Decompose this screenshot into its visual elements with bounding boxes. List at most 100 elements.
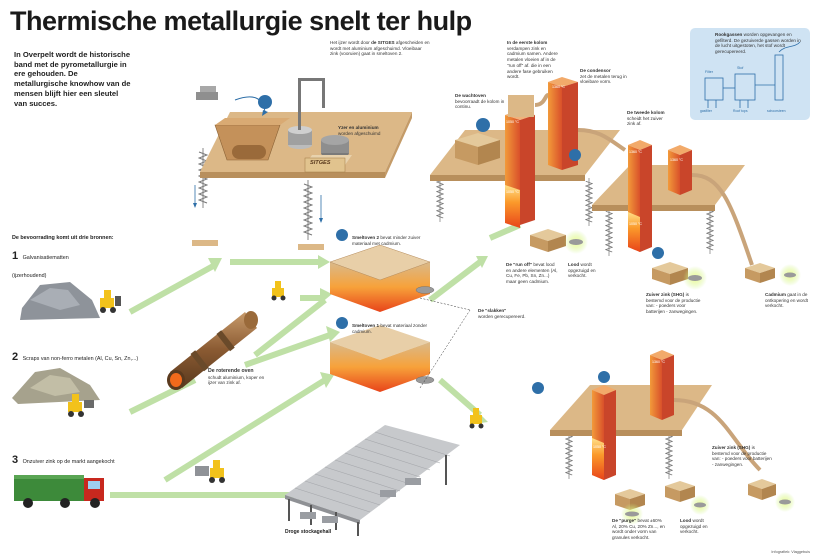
flow-arrow — [488, 222, 522, 241]
sitges-description: Het ijzer wordt door de SITGES afgeschei… — [330, 40, 430, 57]
lead-label: Lood wordt opgezuigd en verkocht. — [568, 262, 608, 279]
slag-title: De "slakken" — [478, 308, 507, 313]
furnace-1 — [330, 325, 430, 392]
source-3-number: 3 — [12, 454, 19, 466]
source-3-label: Onzuiver zink op de markt aangekocht — [22, 459, 115, 465]
slag-label: De "slakken"worden gerecupereerd. — [478, 308, 538, 319]
source-2-number: 2 — [12, 351, 19, 363]
flue-gas-label: Rookgassen worden opgevangen en gefilter… — [715, 32, 807, 55]
source-1-label: Galvanisatiematten (ijzerhoudend) — [12, 255, 69, 280]
purge-sub: bevat ±60% Al, 20% Cu, 20% Zn..., en wor… — [612, 518, 665, 541]
forklift-5 — [469, 408, 484, 429]
source-3: 3 Onzuiver zink op de markt aangekocht — [12, 450, 212, 468]
lead-2-label: Lood wordt opgezuigd en verkocht. — [680, 518, 720, 535]
storage-hall — [285, 425, 460, 536]
flue-gas-diagram — [690, 28, 810, 120]
forklift-1 — [100, 290, 121, 313]
flue-gas-title: Rookgassen — [715, 32, 743, 37]
source-1-number: 1 — [12, 250, 19, 262]
lead-title: Lood — [568, 262, 580, 267]
info-icon — [598, 371, 610, 383]
storage-label: Droge stockagehall — [285, 529, 332, 535]
temp-label: 1360 °C — [652, 360, 666, 364]
furnace-2-sub: bevat minder zuiver materiaal met cadmiu… — [352, 235, 421, 246]
credit-text: Infografiek: Vlaggebuis — [771, 549, 810, 554]
intro-text: In Overpelt wordt de historische band me… — [14, 50, 131, 108]
flow-arrow — [428, 259, 482, 303]
flue-gas-sub: worden opgevangen en gefilterd. De gezui… — [715, 32, 801, 55]
flue-gas-caption-3: schoorsteen — [767, 109, 786, 113]
slag-bowls — [415, 286, 471, 389]
rotary-oven-sub: schudt aluminium, koper en ijzer van zin… — [208, 374, 265, 386]
flue-gas-filter-label: Filter — [705, 70, 713, 74]
slag-sub: worden gerecupereerd. — [478, 313, 526, 319]
info-icon — [336, 317, 348, 329]
sitges-description-post: afgescheiden en wordt met aluminium afge… — [330, 40, 430, 57]
run-off-sub: bevat lood en andere elementen (Al, Cu, … — [506, 262, 558, 285]
furnace-1-label: Smeltoven 1 bevat materiaal zonder cadmi… — [352, 323, 432, 334]
pure-zinc-2-title: Zuiver zink (SHG) — [712, 445, 751, 450]
furnace-2-label: Smeltoven 2 bevat minder zuiver materiaa… — [352, 235, 432, 246]
flow-arrow — [253, 297, 327, 358]
purge-title: De "purge" — [612, 518, 637, 523]
column-2-title: De tweede kolom — [627, 110, 665, 115]
material-pile-1 — [20, 282, 100, 320]
flow-arrows — [110, 222, 522, 498]
purge-label: De "purge" bevat ±60% Al, 20% Cu, 20% Zn… — [612, 518, 667, 541]
run-off-label: De "run off" bevat lood en andere elemen… — [506, 262, 558, 285]
temp-label: 1050 °C — [506, 190, 520, 194]
forklift-2 — [271, 281, 286, 301]
info-icon — [652, 247, 664, 259]
truck — [14, 475, 104, 508]
flue-gas-dust-label: Stof — [737, 66, 744, 70]
forklift-4 — [195, 460, 225, 483]
cadmium-label: Cadmium gaat in de ontkopering en wordt … — [765, 292, 815, 309]
cadmium-sub: gaat in de ontkopering en wordt verkocht… — [765, 292, 808, 309]
flow-arrow — [244, 332, 331, 368]
column-1-sub: verdampen zink en cadmium samen. Andere … — [507, 45, 558, 80]
source-2-label: Scraps van non-ferro metalen (Al, Cu, Sn… — [22, 356, 139, 362]
distillation-column-2 — [592, 140, 801, 290]
flue-gas-caption-2: Roof tops — [733, 109, 748, 113]
page-title: Thermische metallurgie snelt ter hulp — [10, 6, 472, 36]
lead-2-sub: wordt opgezuigd en verkocht. — [680, 518, 708, 535]
lead-2-title: Lood — [680, 518, 692, 523]
furnace-1-title: Smeltoven 1 — [352, 323, 380, 328]
rotary-oven — [167, 311, 258, 390]
source-2: 2 Scraps van non-ferro metalen (Al, Cu, … — [12, 347, 202, 365]
info-icon — [532, 382, 544, 394]
furnace-1-sub: bevat materiaal zonder cadmium. — [352, 323, 428, 334]
sitges-description-pre: Het ijzer wordt door — [330, 40, 372, 45]
pure-zinc-label: Zuiver zink (SHG) is bestemd voor de pro… — [646, 292, 704, 315]
condenser-sub: zet de metalen terug in vloeibare vorm. — [580, 73, 627, 85]
temp-label: 1050 °C — [629, 222, 643, 226]
temp-label: 1360 °C — [670, 158, 684, 162]
column-1-title: In de eerste kolom — [507, 40, 548, 45]
rotary-oven-title: De roterende oven — [208, 368, 254, 374]
sitges-description-bold: de SITGES — [371, 40, 395, 45]
sitges-platform — [192, 78, 412, 250]
flow-arrow — [163, 377, 327, 483]
pure-zinc-2-sub: is bestemd voor de productie van: - poed… — [712, 445, 772, 468]
material-pile-2 — [12, 368, 100, 404]
flue-gas-caption-1: gasfilter — [700, 109, 712, 113]
furnace-2 — [329, 244, 431, 312]
info-icon — [569, 149, 581, 161]
mixer-sub: worden afgeschuimd — [338, 130, 381, 136]
flow-arrow — [128, 262, 217, 315]
source-1: 1 Galvanisatiematten (ijzerhoudend) — [12, 246, 87, 283]
forklift-3 — [68, 394, 94, 417]
info-icon — [336, 229, 348, 241]
sitges-sign: SITGES — [310, 160, 331, 166]
column-2-sub: scheidt het zuiver zink af. — [627, 115, 663, 127]
pure-zinc-2-label: Zuiver zink (SHG) is bestemd voor de pro… — [712, 445, 772, 468]
pure-zinc-sub: is bestemd voor de productie van: - poed… — [646, 292, 701, 315]
mixer-title: Yzer en aluminium — [338, 125, 379, 130]
temp-label: 1360 °C — [552, 85, 566, 89]
sources-heading: De bevoorrading komt uit drie bronnen: — [12, 235, 114, 241]
